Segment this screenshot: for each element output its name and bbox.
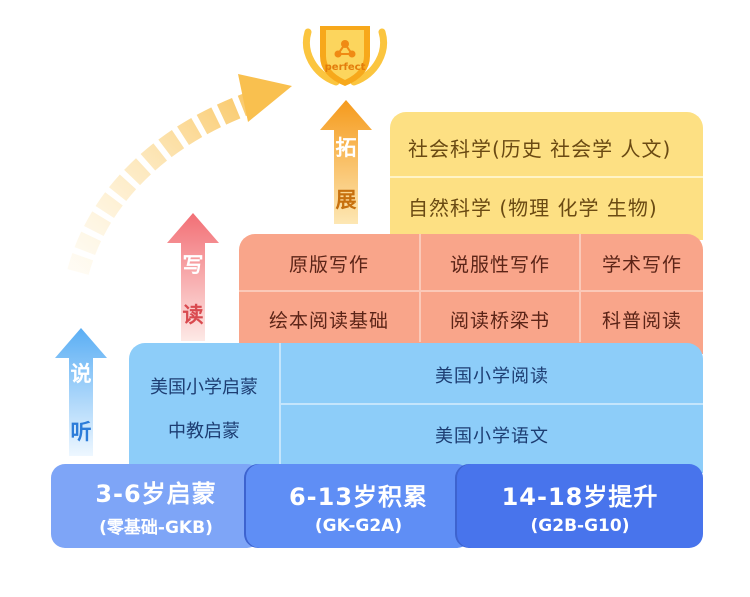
- writing-academic-cell: 学术写作: [601, 253, 682, 276]
- chinese-teacher-enlightenment-label: 中教启蒙: [168, 421, 240, 442]
- natural-science-row: 自然科学 (物理 化学 生物): [390, 176, 703, 234]
- writing-persuasive-cell: 说服性写作: [449, 253, 550, 276]
- stage-subtitle: (GK-G2A): [314, 515, 403, 536]
- divider: [239, 290, 703, 292]
- arrow-char-speak: 说: [70, 362, 92, 386]
- arrow-char-listen: 听: [70, 420, 92, 444]
- us-primary-enlightenment-label: 美国小学启蒙: [150, 377, 258, 398]
- tier-lower: 美国小学启蒙 中教启蒙 美国小学阅读 美国小学语文: [129, 343, 703, 473]
- enlightenment-box: 美国小学启蒙 中教启蒙: [129, 343, 279, 473]
- tier-top: 社会科学(历史 社会学 人文) 自然科学 (物理 化学 生物): [390, 112, 703, 240]
- tier-middle: 原版写作 说服性写作 学术写作 绘本阅读基础 阅读桥梁书 科普阅读: [239, 234, 703, 354]
- expand-arrow: 拓 展: [320, 100, 372, 224]
- reading-science-cell: 科普阅读: [601, 309, 682, 332]
- stage-title: 14-18岁提升: [501, 482, 659, 511]
- stage-title: 3-6岁启蒙: [95, 480, 217, 508]
- us-primary-reading-cell: 美国小学阅读: [435, 366, 549, 387]
- age-stage-3-6: 3-6岁启蒙 (零基础-GKB): [51, 464, 261, 548]
- listen-speak-arrow: 说 听: [55, 328, 107, 456]
- divider: [281, 403, 703, 405]
- social-science-row: 社会科学(历史 社会学 人文): [408, 136, 672, 161]
- writing-original-cell: 原版写作: [288, 253, 369, 276]
- us-primary-language-arts-cell: 美国小学语文: [435, 426, 549, 447]
- divider: [279, 343, 281, 465]
- perfect-badge: perfect: [300, 12, 390, 92]
- read-write-arrow: 写 读: [167, 213, 219, 341]
- arrow-char-read: 读: [182, 303, 204, 327]
- arrow-char-expand-2: 展: [335, 188, 357, 212]
- divider: [579, 234, 581, 342]
- divider: [419, 234, 421, 342]
- reading-picture-book-cell: 绘本阅读基础: [268, 309, 389, 332]
- age-stage-6-13: 6-13岁积累 (GK-G2A): [246, 464, 471, 548]
- stage-title: 6-13岁积累: [288, 482, 429, 511]
- arrow-char-expand-1: 拓: [335, 136, 357, 160]
- up-arrow-icon: [55, 328, 107, 456]
- age-stage-14-18: 14-18岁提升 (G2B-G10): [457, 464, 703, 548]
- stage-subtitle: (G2B-G10): [530, 515, 630, 536]
- progress-curve-arrow: [67, 74, 292, 275]
- laurel-badge-icon: [303, 26, 387, 86]
- arrow-char-write: 写: [182, 253, 204, 277]
- up-arrow-icon: [167, 213, 219, 341]
- stage-subtitle: (零基础-GKB): [99, 518, 213, 538]
- reading-bridge-cell: 阅读桥梁书: [449, 309, 550, 332]
- badge-label: perfect: [324, 62, 366, 73]
- up-arrow-icon: [320, 100, 372, 224]
